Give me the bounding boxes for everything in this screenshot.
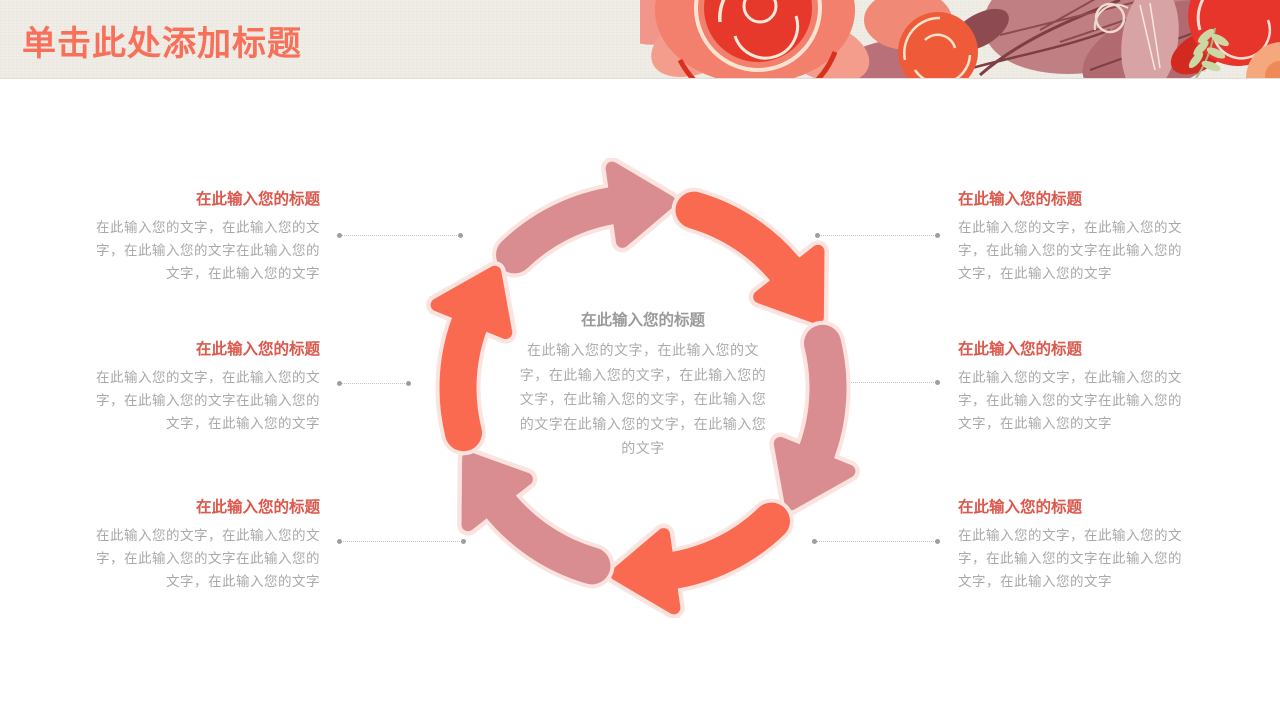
cycle-arrow-top-right bbox=[671, 187, 829, 329]
item-title: 在此输入您的标题 bbox=[195, 191, 320, 208]
item-block-right-2: 在此输入您的标题 在此输入您的文字，在此输入您的文字，在此输入您的文字在此输入您… bbox=[958, 340, 1190, 435]
center-text-block: 在此输入您的标题 在此输入您的文字，在此输入您的文字，在此输入您的文字，在此输入… bbox=[515, 310, 771, 461]
cycle-arrows-diagram bbox=[426, 158, 860, 618]
item-title: 在此输入您的标题 bbox=[958, 499, 1083, 516]
floral-decoration-image bbox=[640, 0, 1280, 78]
item-block-left-3: 在此输入您的标题 在此输入您的文字，在此输入您的文字，在此输入您的文字在此输入您… bbox=[88, 498, 320, 593]
item-body: 在此输入您的文字，在此输入您的文字，在此输入您的文字在此输入您的文字，在此输入您… bbox=[96, 370, 320, 431]
item-title: 在此输入您的标题 bbox=[958, 191, 1083, 208]
item-body: 在此输入您的文字，在此输入您的文字，在此输入您的文字在此输入您的文字，在此输入您… bbox=[96, 220, 320, 281]
slide-title-placeholder: 单击此处添加标题 bbox=[22, 25, 302, 63]
connector-line bbox=[337, 539, 466, 544]
item-block-left-1: 在此输入您的标题 在此输入您的文字，在此输入您的文字，在此输入您的文字在此输入您… bbox=[88, 190, 320, 285]
connector-line bbox=[337, 381, 411, 386]
cycle-arrow-bottom bbox=[605, 498, 794, 618]
item-block-left-2: 在此输入您的标题 在此输入您的文字，在此输入您的文字，在此输入您的文字在此输入您… bbox=[88, 340, 320, 435]
connector-line bbox=[812, 539, 940, 544]
cycle-arrow-top bbox=[492, 158, 681, 278]
item-title: 在此输入您的标题 bbox=[195, 499, 320, 516]
item-title: 在此输入您的标题 bbox=[958, 341, 1083, 358]
item-block-right-3: 在此输入您的标题 在此输入您的文字，在此输入您的文字，在此输入您的文字在此输入您… bbox=[958, 498, 1190, 593]
header-band: 单击此处添加标题 bbox=[0, 0, 1280, 79]
center-body: 在此输入您的文字，在此输入您的文字，在此输入您的文字，在此输入您的文字，在此输入… bbox=[519, 342, 767, 456]
center-title: 在此输入您的标题 bbox=[580, 312, 705, 329]
item-body: 在此输入您的文字，在此输入您的文字，在此输入您的文字在此输入您的文字，在此输入您… bbox=[96, 528, 320, 589]
item-body: 在此输入您的文字，在此输入您的文字，在此输入您的文字在此输入您的文字，在此输入您… bbox=[958, 370, 1182, 431]
item-block-right-1: 在此输入您的标题 在此输入您的文字，在此输入您的文字，在此输入您的文字在此输入您… bbox=[958, 190, 1190, 285]
cycle-arrow-left bbox=[426, 261, 517, 456]
connector-line bbox=[337, 233, 463, 238]
connector-line bbox=[815, 233, 940, 238]
cycle-arrow-bottom-left bbox=[457, 447, 615, 589]
item-body: 在此输入您的文字，在此输入您的文字，在此输入您的文字在此输入您的文字，在此输入您… bbox=[958, 528, 1182, 589]
item-title: 在此输入您的标题 bbox=[195, 341, 320, 358]
item-body: 在此输入您的文字，在此输入您的文字，在此输入您的文字在此输入您的文字，在此输入您… bbox=[958, 220, 1182, 281]
cycle-arrow-right bbox=[769, 320, 860, 515]
